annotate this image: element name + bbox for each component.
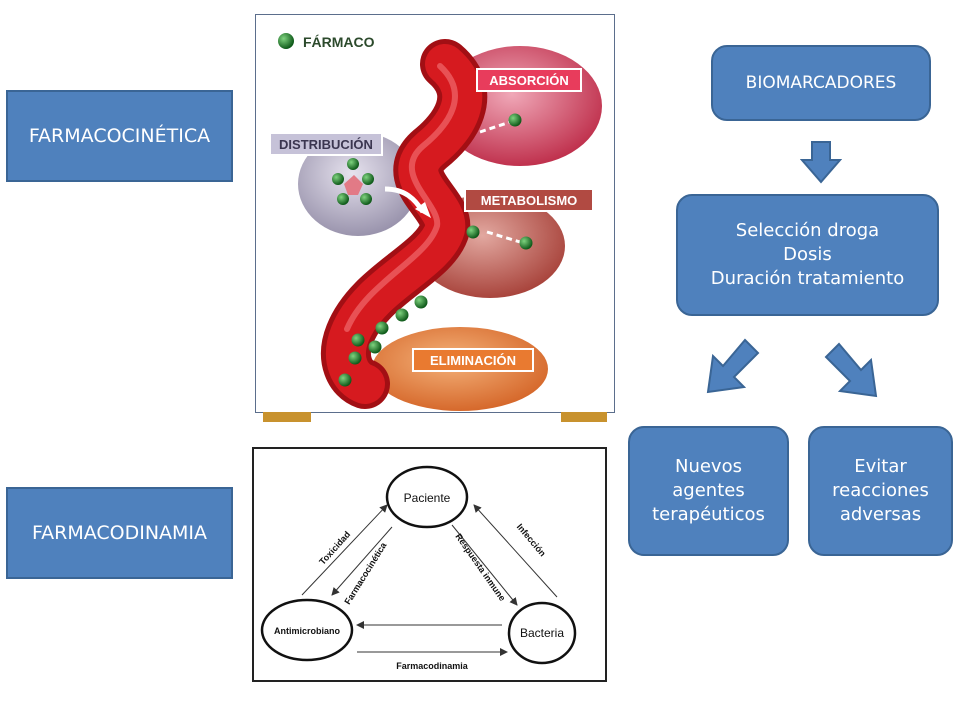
bacteria-node bbox=[507, 601, 577, 665]
elimination-label: ELIMINACIÓN bbox=[430, 353, 516, 368]
biomarkers-box: BIOMARCADORES bbox=[711, 45, 931, 121]
infection-arrow bbox=[473, 504, 558, 598]
distribution-label: DISTRIBUCIÓN bbox=[279, 137, 373, 152]
new-agents-box: Nuevos agentes terapéuticos bbox=[628, 426, 789, 556]
white-arrow-head bbox=[415, 202, 431, 218]
pharmacokinetics-arrow bbox=[331, 526, 393, 596]
immune-response-arrow bbox=[451, 524, 518, 606]
frame-foot-right bbox=[561, 412, 607, 422]
blood-vessel bbox=[326, 44, 483, 404]
pharmacokinetics-illustration: FÁRMACO ABSORCIÓN DISTRIBUCIÓN METABOLIS… bbox=[255, 14, 615, 422]
pharmacodynamics-edge-label: Farmacodinamia bbox=[396, 661, 469, 671]
antimicrobial-node bbox=[260, 598, 354, 662]
down-right-arrow-icon bbox=[824, 342, 878, 398]
distribution-center bbox=[344, 175, 363, 195]
patient-node bbox=[385, 465, 469, 529]
pharmacodynamics-triangle: Paciente Antimicrobiano Bacteria Toxicid… bbox=[252, 447, 607, 682]
absorption-tag bbox=[476, 68, 582, 92]
metabolism-label: METABOLISMO bbox=[481, 193, 578, 208]
down-left-arrow-icon bbox=[706, 338, 760, 394]
vessel-highlight bbox=[344, 63, 458, 332]
metabolism-tag bbox=[464, 188, 594, 212]
patient-label: Paciente bbox=[404, 491, 451, 505]
frame-foot-left bbox=[263, 412, 311, 422]
pharmacokinetics-label: FARMACOCINÉTICA bbox=[6, 90, 233, 182]
avoid-reactions-box: Evitar reacciones adversas bbox=[808, 426, 953, 556]
absorption-trail bbox=[479, 120, 511, 134]
absorption-label: ABSORCIÓN bbox=[489, 73, 568, 88]
selection-box: Selección droga Dosis Duración tratamien… bbox=[676, 194, 939, 316]
distribution-tag bbox=[269, 132, 383, 156]
down-arrow-icon bbox=[800, 141, 842, 184]
toxicity-arrow bbox=[301, 504, 388, 596]
elimination-tag bbox=[412, 348, 534, 372]
drug-logo-ball bbox=[278, 33, 294, 49]
drug-molecules bbox=[278, 33, 533, 387]
metabolism-trail bbox=[486, 230, 521, 244]
bacteria-label: Bacteria bbox=[520, 626, 564, 640]
drug-label: FÁRMACO bbox=[303, 34, 375, 50]
pharmacodynamics-label: FARMACODINAMIA bbox=[6, 487, 233, 579]
antimicrobial-label: Antimicrobiano bbox=[274, 626, 341, 636]
